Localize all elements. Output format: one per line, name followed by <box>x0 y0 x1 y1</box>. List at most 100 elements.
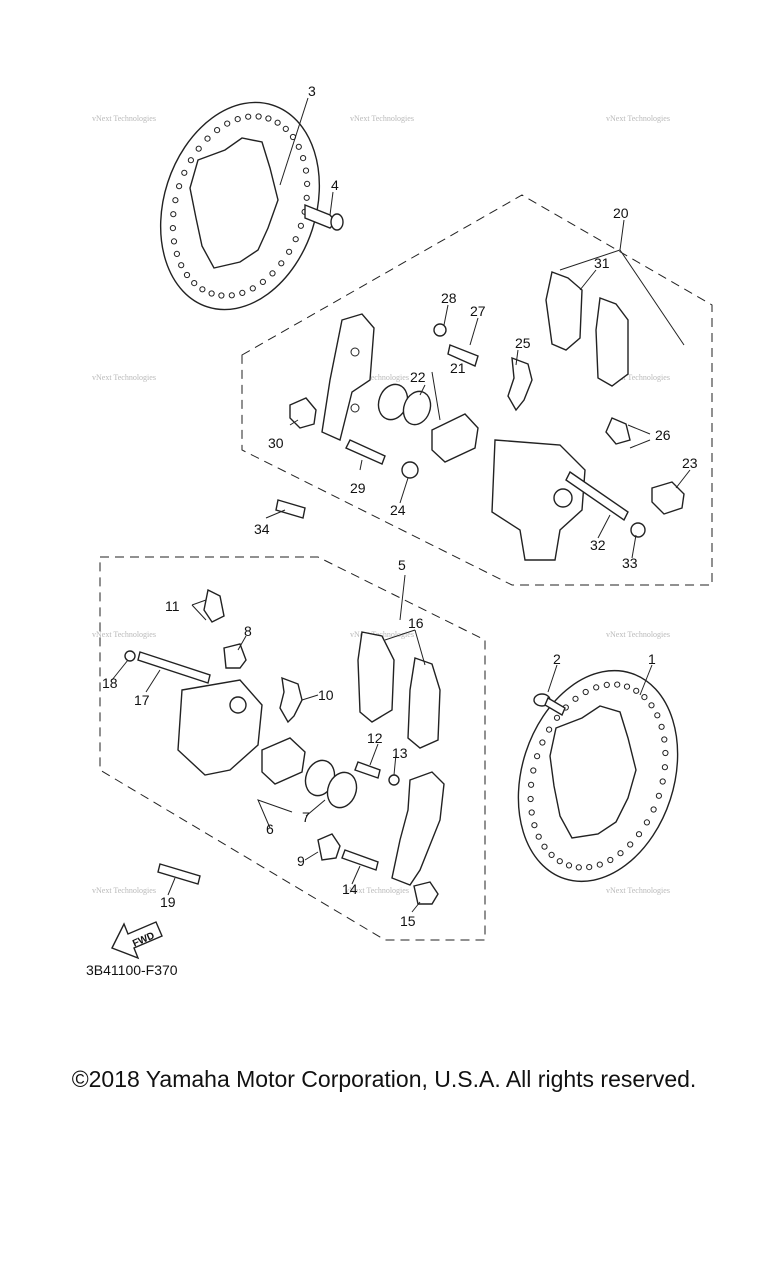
rear-caliper-parts <box>275 271 685 561</box>
callout-numbers: 3 4 20 31 28 27 25 22 21 26 23 30 29 24 … <box>102 83 698 929</box>
rotor-hole <box>661 736 668 743</box>
callout-4: 4 <box>331 177 339 193</box>
rotor-hole <box>593 684 600 691</box>
rotor-hole <box>661 764 669 771</box>
callout-10: 10 <box>318 687 334 703</box>
rotor-hole <box>297 222 304 229</box>
caliper-body-5 <box>177 679 263 776</box>
rotor-hole <box>635 831 643 838</box>
rotor-hole <box>255 113 262 120</box>
rotor-hole <box>623 683 631 690</box>
rotor-hole <box>204 135 211 142</box>
rotor-hole <box>633 687 640 694</box>
leader-lines <box>111 97 691 913</box>
rotor-hole <box>528 809 535 816</box>
watermark: vNext Technologies <box>350 114 414 123</box>
bushing-9 <box>317 833 341 861</box>
forward-direction-arrow: FWD <box>111 921 163 960</box>
rotor-hole <box>627 841 634 848</box>
rotor-hole <box>641 694 648 701</box>
callout-23: 23 <box>682 455 698 471</box>
rotor-hole <box>535 833 542 840</box>
rotor-hole <box>586 864 593 871</box>
rotor-hole <box>292 236 299 243</box>
rotor-hole <box>556 858 563 865</box>
rotor-hole <box>582 688 589 696</box>
watermark: vNext Technologies <box>606 886 670 895</box>
rotor-hole <box>304 180 311 187</box>
watermark: vNext Technologies <box>92 630 156 639</box>
pad-16b <box>407 657 441 749</box>
pad-31b <box>595 297 629 387</box>
pad-31a <box>545 271 583 351</box>
callout-11: 11 <box>165 598 180 614</box>
watermark: vNext Technologies <box>350 630 414 639</box>
rotor-hole <box>265 115 272 122</box>
rotor-hole <box>214 127 221 134</box>
callout-27: 27 <box>470 303 486 319</box>
rotor-hole <box>575 864 582 871</box>
callout-7: 7 <box>302 809 310 825</box>
bolt-27 <box>447 344 479 367</box>
rotor-hole <box>234 116 241 123</box>
rotor-hole <box>617 850 624 857</box>
rotor-hole <box>224 120 231 127</box>
rotor-hole <box>655 792 663 799</box>
caliper-bracket-rear <box>321 313 375 441</box>
rotor-hole <box>269 270 276 277</box>
bleed-screw-26 <box>605 417 631 445</box>
rotor-hole <box>572 695 579 702</box>
watermark: vNext Technologies <box>606 373 670 382</box>
rotor-hole <box>187 157 194 164</box>
callout-9: 9 <box>297 853 305 869</box>
rotor-hole <box>249 285 256 292</box>
callout-2: 2 <box>553 651 561 667</box>
rotor-hole <box>274 119 281 126</box>
bolt-19 <box>157 863 201 885</box>
rotor-hole <box>548 851 555 859</box>
rotor-hole <box>530 767 537 774</box>
rotor-hole <box>286 248 293 255</box>
callout-20: 20 <box>613 205 629 221</box>
rotor-hole <box>259 278 266 285</box>
watermark: vNext Technologies <box>606 114 670 123</box>
front-caliper-parts <box>124 588 445 905</box>
diagram-code: 3B41100-F370 <box>86 962 178 978</box>
watermark: vNext Technologies <box>92 114 156 123</box>
rotor-hole <box>295 143 302 150</box>
pad-spring-10 <box>279 676 303 724</box>
rotor-hole <box>534 753 541 760</box>
rotor-hole <box>208 290 215 297</box>
rotor-hole <box>596 861 603 868</box>
bolt-12 <box>354 761 381 779</box>
rotor-hole <box>607 856 614 864</box>
rotor-hole <box>195 145 202 152</box>
rotor-hole <box>218 292 225 299</box>
watermark: vNext Technologies <box>606 630 670 639</box>
callout-28: 28 <box>441 290 457 306</box>
caliper-body-23 <box>491 439 586 561</box>
callout-8: 8 <box>244 623 252 639</box>
rotor-hole <box>603 681 610 689</box>
callout-33: 33 <box>622 555 638 571</box>
caliper-bracket-front <box>391 771 445 886</box>
callout-1: 1 <box>648 651 656 667</box>
watermark: vNext Technologies <box>345 886 409 895</box>
rotor-hole <box>169 225 176 232</box>
rotor-hole <box>614 681 621 688</box>
callout-26: 26 <box>655 427 671 443</box>
pad-16a <box>357 631 395 723</box>
rotor-hole <box>245 113 252 120</box>
piston-6 <box>261 737 306 785</box>
rotor-hole <box>181 169 188 176</box>
callout-19: 19 <box>160 894 176 910</box>
rotor-hole <box>527 795 534 803</box>
rotor-hole <box>648 702 655 709</box>
piston-21 <box>431 413 479 463</box>
callout-16: 16 <box>408 615 424 631</box>
pin-32 <box>565 470 629 522</box>
callout-5: 5 <box>398 557 406 573</box>
callout-17: 17 <box>134 692 150 708</box>
rotor-hole <box>300 155 307 162</box>
copyright-notice: ©2018 Yamaha Motor Corporation, U.S.A. A… <box>71 1066 697 1092</box>
